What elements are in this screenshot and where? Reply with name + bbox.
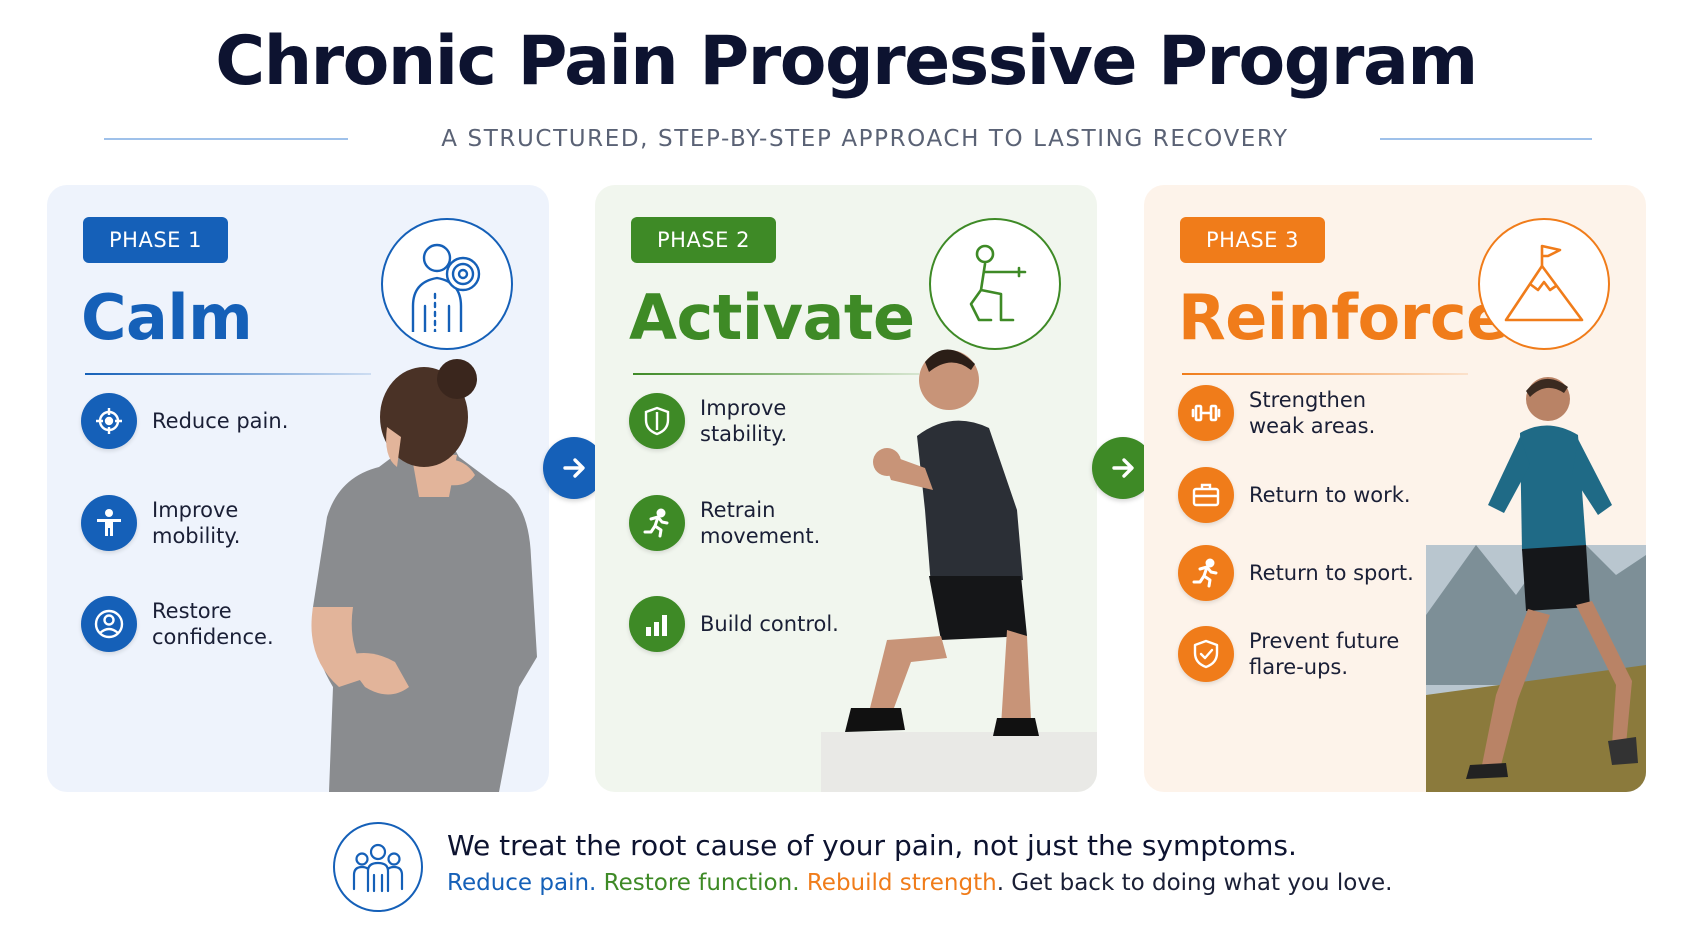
phase-3-item-3: Return to sport. [1178,545,1429,601]
page-subtitle: A STRUCTURED, STEP-BY-STEP APPROACH TO L… [441,126,1289,152]
dumbbell-icon [1178,385,1234,441]
person-stretch-icon [81,495,137,551]
phase-1-title: Calm [81,281,253,354]
running-figure-icon [629,495,685,551]
phase-3-title: Reinforce [1178,281,1508,354]
subtitle-rule-right [1380,138,1592,140]
phase-1-item-3-label: Restore confidence. [152,599,274,649]
shield-check-icon [1178,626,1234,682]
phase-3-divider [1182,373,1468,375]
phase-2-item-2: Retrain movement. [629,495,880,551]
phase-3-item-2-label: Return to work. [1249,483,1411,507]
subtitle-row: A STRUCTURED, STEP-BY-STEP APPROACH TO L… [0,124,1692,154]
phase-1-divider [85,373,371,375]
man-kneeling-lunge-photo [821,349,1097,792]
phase-2-item-3-label: Build control. [700,612,839,636]
footer-tagline-restore: Restore function. [603,870,800,896]
crosshair-icon [81,393,137,449]
phase-1-item-2-label: Improve mobility. [152,498,241,548]
phase-1-item-1-label: Reduce pain. [152,409,289,433]
phase-2-title: Activate [629,281,915,354]
phase-1-item-3: Restore confidence. [81,596,332,652]
phase-2-badge: PHASE 2 [631,217,776,263]
phase-2-to-3-arrow [1092,437,1154,499]
woman-holding-neck-photo [311,359,537,792]
phase-3-item-4: Prevent future flare-ups. [1178,626,1429,682]
page-title: Chronic Pain Progressive Program [215,22,1478,101]
phase-3-badge: PHASE 3 [1180,217,1325,263]
subtitle-rule-left [104,138,348,140]
phase-3-item-3-label: Return to sport. [1249,561,1414,585]
mountain-flag-icon [1478,218,1610,350]
phase-1-item-2: Improve mobility. [81,495,332,551]
phase-2-item-3: Build control. [629,596,880,652]
footer-tagline-reduce: Reduce pain. [447,870,597,896]
footer-tagline: Reduce pain. Restore function. Rebuild s… [447,870,1392,896]
phase-2-item-1: Improve stability. [629,393,880,449]
phase-3-item-1: Strengthen weak areas. [1178,385,1429,441]
footer-headline: We treat the root cause of your pain, no… [447,829,1297,862]
briefcase-icon [1178,467,1234,523]
phase-1-to-2-arrow [543,437,605,499]
person-support-icon [81,596,137,652]
bar-chart-icon [629,596,685,652]
phase-2-item-1-label: Improve stability. [700,396,788,446]
phase-2-item-2-label: Retrain movement. [700,498,821,548]
squat-figure-icon [929,218,1061,350]
phase-1-item-1: Reduce pain. [81,393,332,449]
phase-3-item-2: Return to work. [1178,467,1429,523]
footer-tagline-rest: . Get back to doing what you love. [996,870,1393,896]
shield-icon [629,393,685,449]
running-figure-icon [1178,545,1234,601]
phase-2-card: PHASE 2 Activate Improve stability. Retr… [595,185,1097,792]
phase-2-divider [633,373,919,375]
phase-1-card: PHASE 1 Calm Reduce pain. Improve mobili… [47,185,549,792]
neck-pain-target-icon [381,218,513,350]
phase-3-item-1-label: Strengthen weak areas. [1249,388,1376,438]
man-trail-running-photo [1426,377,1646,792]
footer-tagline-rebuild: Rebuild strength [806,870,997,896]
group-people-icon [333,822,423,912]
phase-3-card: PHASE 3 Reinforce Strengthen weak areas.… [1144,185,1646,792]
phase-3-item-4-label: Prevent future flare-ups. [1249,629,1400,679]
phase-1-badge: PHASE 1 [83,217,228,263]
